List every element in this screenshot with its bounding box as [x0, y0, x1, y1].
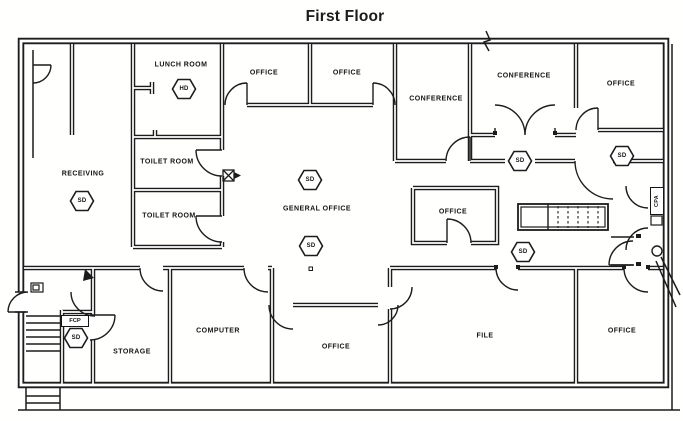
thin-lines: [15, 30, 681, 411]
hexagon-icon: [510, 241, 536, 263]
hexagon-icon: [609, 145, 635, 167]
room-label-general-office: GENERAL OFFICE: [282, 205, 352, 213]
heat-detector-symbol: HD: [171, 78, 197, 100]
hexagon-icon: [298, 235, 324, 257]
door-vestibule: [70, 291, 96, 317]
smoke-detector-symbol: SD: [609, 145, 635, 167]
leader-lines: [655, 256, 681, 308]
break-symbol: [482, 30, 492, 52]
door-conference-small: [445, 136, 471, 162]
hexagon-icon: [297, 169, 323, 191]
room-label-receiving: RECEIVING: [61, 170, 105, 178]
hexagon-icon: [171, 78, 197, 100]
door-computer: [243, 267, 269, 293]
drinking-fountain: [30, 282, 44, 293]
door-office-top-right: [575, 107, 599, 131]
misc-marks: [83, 131, 663, 281]
door-stair-lobby-south: [625, 227, 649, 251]
door-jambs: [493, 131, 650, 269]
smoke-detector-symbol: SD: [510, 241, 536, 263]
left-wall-door-gap: [15, 292, 26, 312]
double-door-conference-large: [494, 104, 556, 136]
column-mark: [308, 266, 313, 271]
room-label-file: FILE: [476, 332, 494, 340]
door-west-exit: [7, 291, 29, 313]
smoke-detector-symbol: SD: [69, 190, 95, 212]
interior-walls: [24, 44, 663, 385]
room-label-computer: COMPUTER: [196, 327, 240, 335]
hexagon-icon: [63, 327, 89, 349]
exhaust-fan-symbol: [222, 169, 241, 182]
outer-walls: [17, 37, 670, 389]
door-toilet-lower: [195, 215, 223, 243]
door-swings: [7, 64, 649, 341]
room-label-office-center: OFFICE: [438, 208, 468, 216]
cpa-panel: CPA: [650, 187, 664, 215]
smoke-detector-symbol: SD: [297, 169, 323, 191]
room-label-conference-small: CONFERENCE: [409, 95, 463, 103]
room-label-conference-large: CONFERENCE: [497, 72, 551, 80]
room-label-office-top-right: OFFICE: [606, 80, 636, 88]
door-east-corridor: [574, 160, 614, 200]
door-toilet-upper: [195, 149, 223, 177]
door-vestibule-storage: [89, 314, 116, 341]
room-label-storage: STORAGE: [113, 348, 151, 356]
outer-wall-core: [19, 39, 668, 387]
fire-control-panel: FCP: [61, 315, 89, 327]
room-label-office-top-2: OFFICE: [332, 69, 362, 77]
door-storage: [139, 267, 164, 292]
room-label-office-bottom-right: OFFICE: [607, 327, 637, 335]
direction-arrow: [83, 269, 94, 281]
door-office-bottom-middle-west: [268, 304, 294, 330]
door-office-bottom-right: [623, 267, 649, 293]
stairway-east: [517, 203, 609, 231]
room-label-office-bottom-middle: OFFICE: [321, 343, 351, 351]
room-label-lunch-room: LUNCH ROOM: [154, 61, 208, 69]
door-office-top-1: [224, 82, 248, 106]
door-file-north: [495, 267, 519, 291]
room-label-office-top-1: OFFICE: [249, 69, 279, 77]
panel-small-box: [650, 215, 663, 226]
stairway-southwest: [15, 44, 680, 411]
smoke-detector-symbol: SD: [63, 327, 89, 349]
door-office-top-2: [372, 82, 396, 106]
door-east-exit: [608, 240, 634, 266]
door-closet-northwest: [32, 64, 52, 84]
room-label-toilet-room-lower: TOILET ROOM: [142, 212, 196, 220]
door-stair-lobby-north: [625, 185, 649, 209]
page-title: First Floor: [305, 8, 385, 25]
smoke-detector-symbol: SD: [507, 150, 533, 172]
device-callout-circle: [651, 245, 663, 257]
smoke-detector-symbol: SD: [298, 235, 324, 257]
door-file-west: [389, 286, 413, 310]
door-office-center: [446, 218, 472, 244]
room-label-toilet-room-upper: TOILET ROOM: [140, 158, 194, 166]
hexagon-icon: [69, 190, 95, 212]
interior-wall-core: [24, 44, 663, 385]
hexagon-icon: [507, 150, 533, 172]
